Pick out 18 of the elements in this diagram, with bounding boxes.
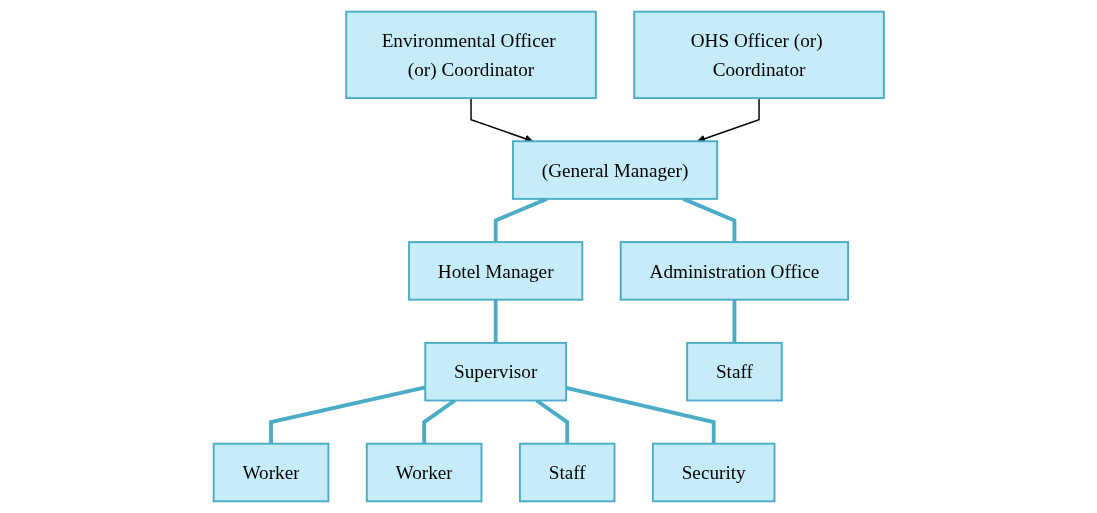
connector (732, 299, 737, 343)
connector (493, 197, 548, 243)
node-box: (General Manager) (511, 140, 718, 200)
connector (682, 197, 737, 243)
connector (493, 299, 498, 343)
node-box: Administration Office (619, 241, 849, 301)
node-box: Security (651, 442, 776, 503)
node-box: Staff (518, 442, 616, 503)
node-box: Worker (212, 442, 330, 503)
connector (565, 386, 716, 444)
arrow (696, 97, 760, 143)
node-box: OHS Officer (or) Coordinator (633, 10, 885, 100)
arrow (470, 97, 533, 143)
node-box: Staff (685, 341, 783, 402)
node-box: Environmental Officer (or) Coordinator (345, 10, 597, 100)
node-box: Worker (365, 442, 483, 503)
node-box: Supervisor (424, 341, 567, 402)
node-box: Hotel Manager (407, 241, 583, 301)
